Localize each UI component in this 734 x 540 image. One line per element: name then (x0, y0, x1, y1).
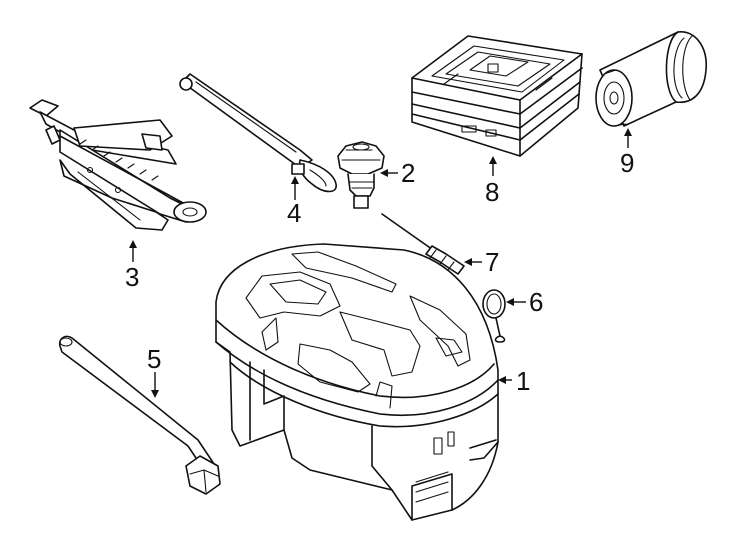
lug-wrench (58, 335, 221, 495)
jack-handle (179, 73, 337, 193)
leader-lines (129, 128, 632, 398)
foam-tool-tray (215, 243, 499, 521)
tow-eye-ring (482, 289, 506, 343)
callout-4: 4 (287, 198, 301, 228)
callout-8: 8 (485, 177, 499, 207)
tire-inflator-compressor (411, 35, 583, 157)
callout-2: 2 (401, 158, 415, 188)
callout-5: 5 (147, 344, 161, 374)
callout-labels: 1 2 3 4 5 6 7 8 9 (125, 148, 634, 396)
callout-6: 6 (529, 287, 543, 317)
sealant-canister (595, 31, 707, 127)
scissor-jack (29, 99, 207, 231)
screwdriver (381, 213, 465, 275)
callout-7: 7 (485, 247, 499, 277)
callout-3: 3 (125, 262, 139, 292)
callout-1: 1 (516, 366, 530, 396)
valve-adapter (337, 141, 385, 209)
callout-9: 9 (620, 148, 634, 178)
